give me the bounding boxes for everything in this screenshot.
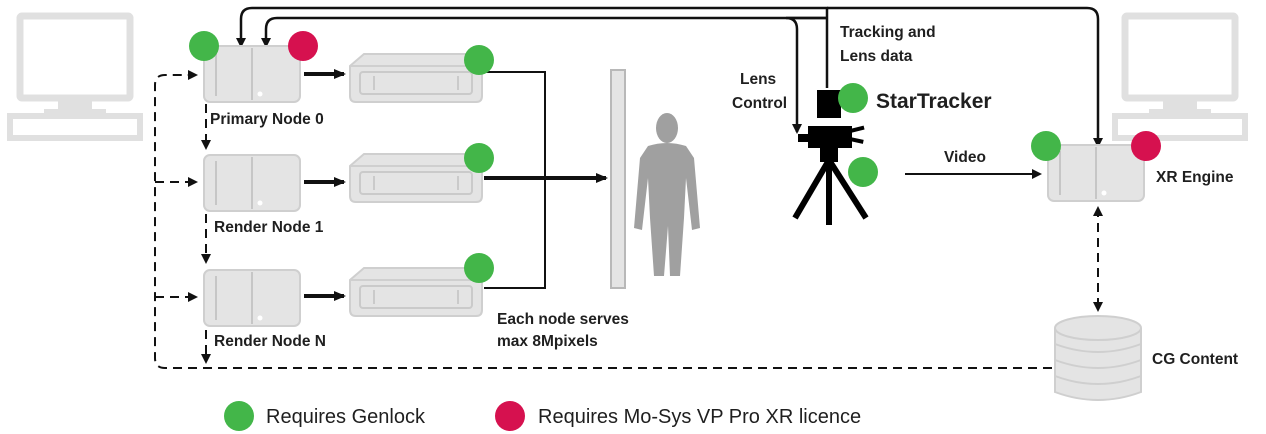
- media-server-0: [349, 53, 483, 103]
- render-node-n-box: [203, 269, 301, 327]
- label-xr-engine: XR Engine: [1156, 169, 1234, 186]
- licence-indicators: [288, 31, 1161, 161]
- label-cg-content: CG Content: [1152, 351, 1238, 368]
- led-wall: [610, 69, 626, 289]
- label-serves-line2: max 8Mpixels: [497, 333, 598, 350]
- label-render-node-n: Render Node N: [214, 333, 326, 350]
- genlock-indicators: [189, 31, 1061, 283]
- server-to-wall-lines: [484, 71, 608, 289]
- media-server-1: [349, 153, 483, 203]
- distribution-lines: [154, 70, 1052, 369]
- legend-genlock-label: Requires Genlock: [266, 406, 426, 428]
- camera-tripod: [792, 90, 869, 225]
- legend-genlock-dot: [224, 401, 254, 431]
- render-node-1-box: [203, 154, 301, 212]
- label-video: Video: [944, 149, 986, 166]
- xr-engine-box: [1047, 144, 1145, 202]
- left-workstation-icon: [10, 16, 140, 138]
- tracking-lines: [236, 6, 1103, 148]
- label-tracking-line1: Tracking and: [840, 24, 936, 41]
- legend-licence-dot: [495, 401, 525, 431]
- database-icon: [1054, 315, 1142, 401]
- label-lens-line2: Control: [732, 95, 787, 112]
- legend: Requires Genlock Requires Mo-Sys VP Pro …: [224, 401, 861, 431]
- label-render-node-1: Render Node 1: [214, 219, 324, 236]
- actor-silhouette: [634, 113, 700, 276]
- label-primary-node: Primary Node 0: [210, 111, 324, 128]
- label-lens-line1: Lens: [740, 71, 776, 88]
- media-server-n: [349, 267, 483, 317]
- label-serves-line1: Each node serves: [497, 311, 629, 328]
- label-startracker: StarTracker: [876, 90, 992, 113]
- primary-node-box: [203, 45, 301, 103]
- legend-licence-label: Requires Mo-Sys VP Pro XR licence: [538, 406, 861, 428]
- label-tracking-line2: Lens data: [840, 48, 913, 65]
- right-workstation-icon: [1115, 16, 1245, 138]
